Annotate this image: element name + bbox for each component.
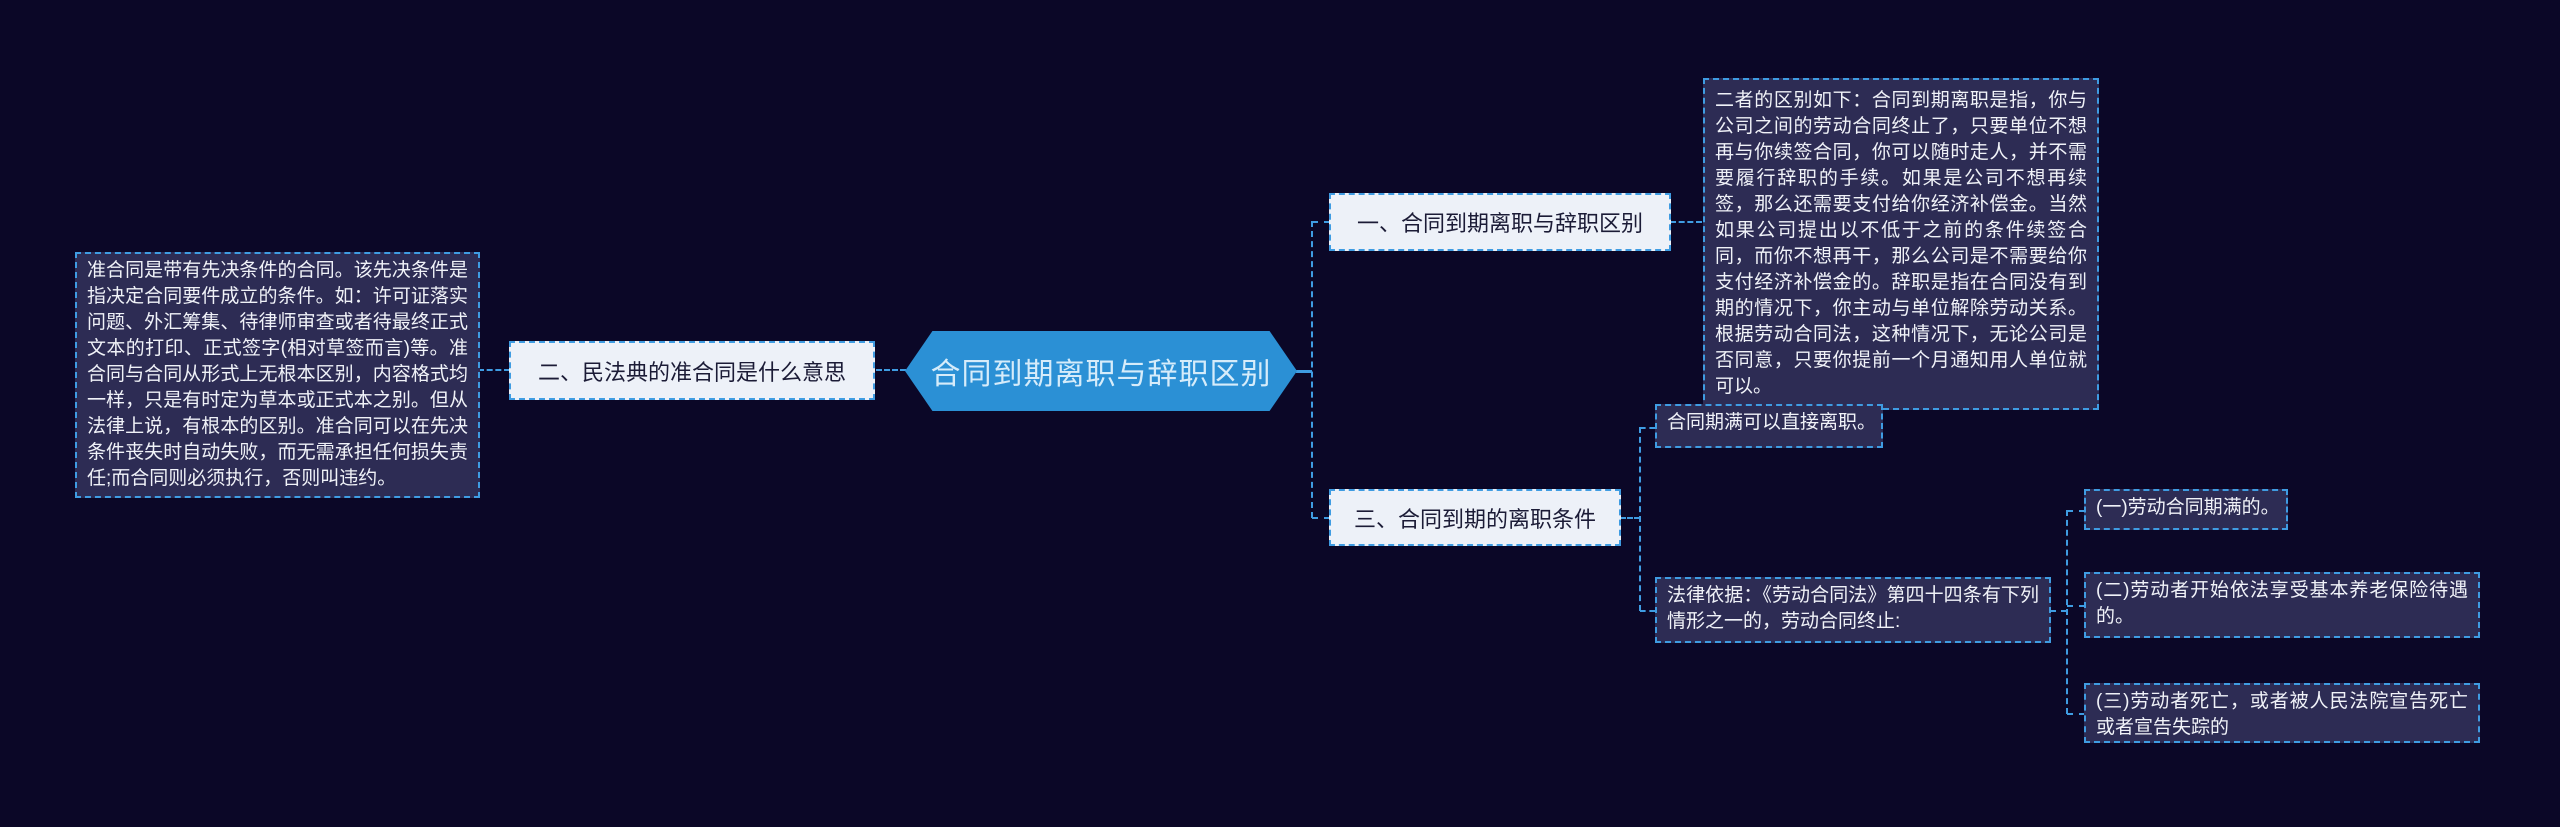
root-node[interactable]: 合同到期离职与辞职区别 xyxy=(905,331,1297,411)
legal-item-3[interactable]: (三)劳动者死亡，或者被人民法院宣告死亡或者宣告失踪的 xyxy=(2084,683,2480,743)
branch2-node[interactable]: 二、民法典的准合同是什么意思 xyxy=(509,341,875,400)
connector-branch3-legal xyxy=(1640,610,1655,612)
connector-trunk-branch3 xyxy=(1312,517,1330,519)
branch2-detail-box[interactable]: 准合同是带有先决条件的合同。该先决条件是指决定合同要件成立的条件。如：许可证落实… xyxy=(75,252,480,498)
branch1-node-label: 一、合同到期离职与辞职区别 xyxy=(1356,211,1643,236)
legal-item-3-text: (三)劳动者死亡，或者被人民法院宣告死亡或者宣告失踪的 xyxy=(2096,691,2468,738)
connector-trunk-legal-items xyxy=(2066,510,2068,714)
legal-item-2-text: (二)劳动者开始依法享受基本养老保险待遇的。 xyxy=(2096,580,2468,627)
connector-trunk-right xyxy=(1311,221,1313,518)
branch3-legal-text: 法律依据：《劳动合同法》第四十四条有下列情形之一的，劳动合同终止: xyxy=(1667,585,2039,632)
connector-legal-stub xyxy=(2050,610,2067,612)
legal-item-1-text: (一)劳动合同期满的。 xyxy=(2096,497,2280,518)
branch2-node-label: 二、民法典的准合同是什么意思 xyxy=(537,359,846,385)
connector-legal-item3 xyxy=(2067,713,2085,715)
branch1-detail-box[interactable]: 二者的区别如下：合同到期离职是指，你与公司之间的劳动合同终止了，只要单位不想再与… xyxy=(1703,78,2099,410)
branch3-note-text: 合同期满可以直接离职。 xyxy=(1667,412,1877,433)
connector-trunk-branch3-children xyxy=(1639,427,1641,611)
root-node-label: 合同到期离职与辞职区别 xyxy=(930,358,1272,391)
branch3-legal-box[interactable]: 法律依据：《劳动合同法》第四十四条有下列情形之一的，劳动合同终止: xyxy=(1655,577,2051,643)
branch3-node-label: 三、合同到期的离职条件 xyxy=(1353,506,1596,532)
connector-legal-item1 xyxy=(2067,510,2085,512)
connector-branch1-detail xyxy=(1670,221,1702,223)
connector-root-branch2 xyxy=(876,369,906,371)
connector-root-stub xyxy=(1296,370,1312,373)
branch1-detail-text: 二者的区别如下：合同到期离职是指，你与公司之间的劳动合同终止了，只要单位不想再与… xyxy=(1715,90,2087,397)
branch2-detail-text: 准合同是带有先决条件的合同。该先决条件是指决定合同要件成立的条件。如：许可证落实… xyxy=(87,260,468,489)
branch3-node[interactable]: 三、合同到期的离职条件 xyxy=(1329,489,1621,546)
connector-branch3-note xyxy=(1640,427,1655,429)
connector-branch3-stub xyxy=(1620,517,1640,519)
connector-trunk-branch1 xyxy=(1312,221,1330,223)
legal-item-1[interactable]: (一)劳动合同期满的。 xyxy=(2084,489,2288,530)
legal-item-2[interactable]: (二)劳动者开始依法享受基本养老保险待遇的。 xyxy=(2084,572,2480,638)
connector-branch2-detail xyxy=(478,369,510,371)
branch3-note-box[interactable]: 合同期满可以直接离职。 xyxy=(1655,404,1883,448)
connector-legal-item2 xyxy=(2067,605,2085,607)
branch1-node[interactable]: 一、合同到期离职与辞职区别 xyxy=(1329,193,1671,251)
